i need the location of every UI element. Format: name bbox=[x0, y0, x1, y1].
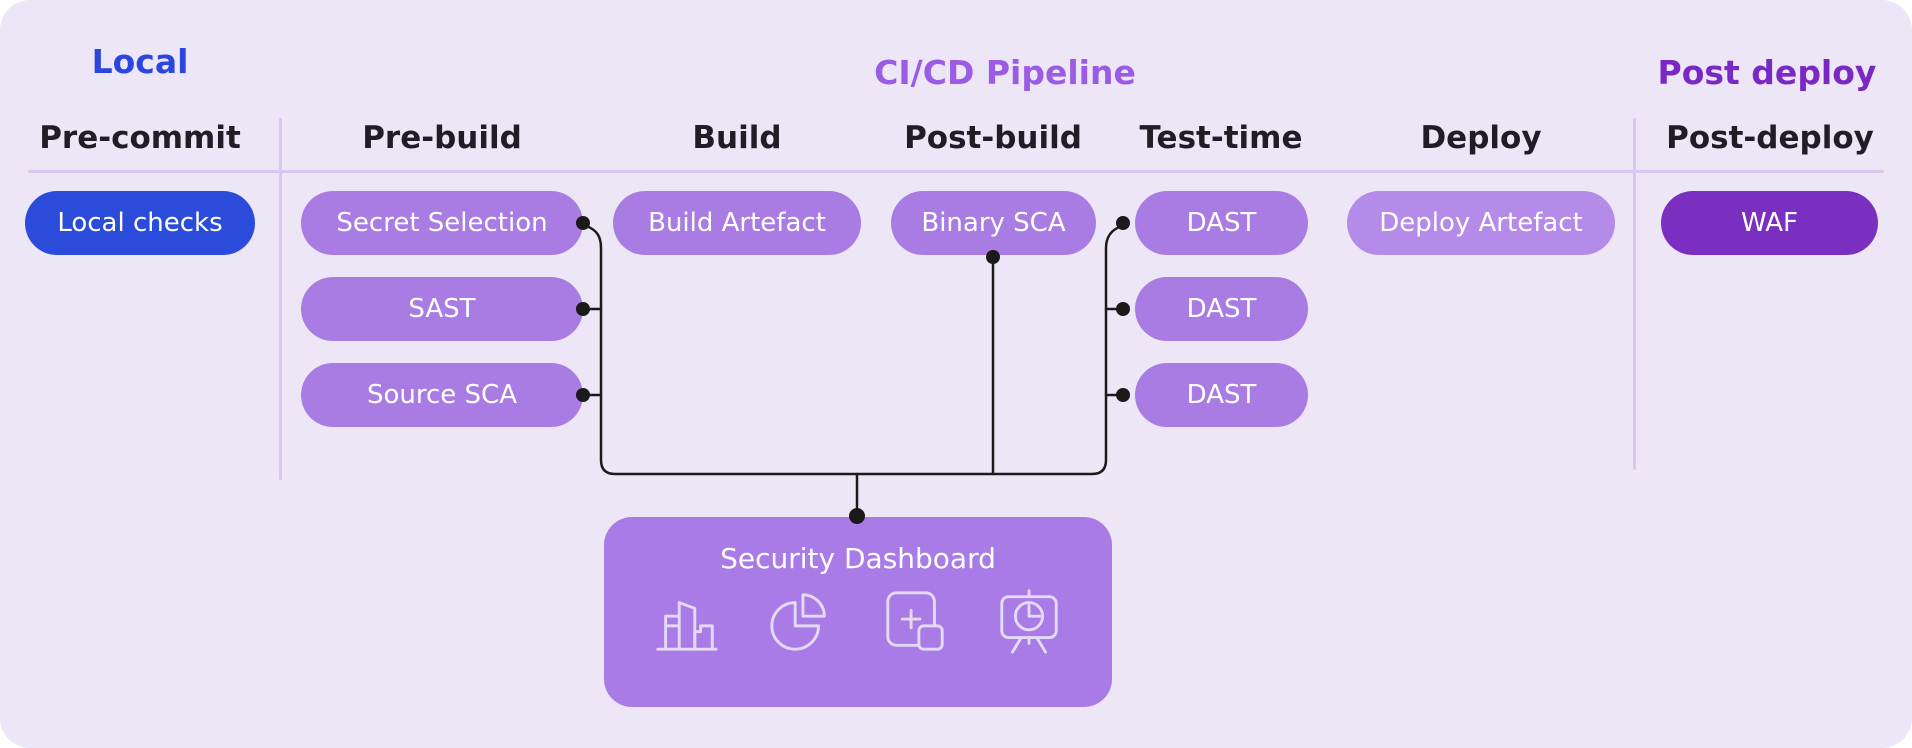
widgets-icon bbox=[886, 591, 944, 651]
node-waf: WAF bbox=[1661, 191, 1878, 255]
node-dast-1: DAST bbox=[1135, 191, 1308, 255]
stage-header-post-deploy: Post-deploy bbox=[1666, 120, 1874, 156]
presentation-chart-icon bbox=[1000, 589, 1058, 654]
column-separator-cicd-postdeploy bbox=[1633, 118, 1636, 470]
dashboard-icons-row bbox=[604, 587, 1112, 657]
security-dashboard-box: Security Dashboard bbox=[604, 517, 1112, 707]
bar-chart-icon bbox=[656, 601, 718, 651]
security-dashboard-title: Security Dashboard bbox=[720, 542, 996, 575]
node-deploy-artefact: Deploy Artefact bbox=[1347, 191, 1615, 255]
stage-header-pre-commit: Pre-commit bbox=[39, 120, 241, 156]
stage-header-pre-build: Pre-build bbox=[362, 120, 522, 156]
stage-header-deploy: Deploy bbox=[1420, 120, 1542, 156]
pie-chart-icon bbox=[770, 593, 826, 651]
node-build-artefact: Build Artefact bbox=[613, 191, 861, 255]
header-divider-line bbox=[28, 170, 1884, 173]
node-sast: SAST bbox=[301, 277, 583, 341]
node-binary-sca: Binary SCA bbox=[891, 191, 1096, 255]
stage-header-test-time: Test-time bbox=[1139, 120, 1303, 156]
section-title-cicd-pipeline: CI/CD Pipeline bbox=[874, 53, 1136, 92]
node-dast-2: DAST bbox=[1135, 277, 1308, 341]
stage-header-post-build: Post-build bbox=[904, 120, 1082, 156]
node-secret-selection: Secret Selection bbox=[301, 191, 583, 255]
section-title-post-deploy: Post deploy bbox=[1657, 53, 1877, 92]
node-dast-3: DAST bbox=[1135, 363, 1308, 427]
column-separator-local-cicd bbox=[279, 118, 282, 480]
section-title-local: Local bbox=[91, 42, 189, 81]
stage-header-build: Build bbox=[692, 120, 782, 156]
node-source-sca: Source SCA bbox=[301, 363, 583, 427]
node-local-checks: Local checks bbox=[25, 191, 255, 255]
